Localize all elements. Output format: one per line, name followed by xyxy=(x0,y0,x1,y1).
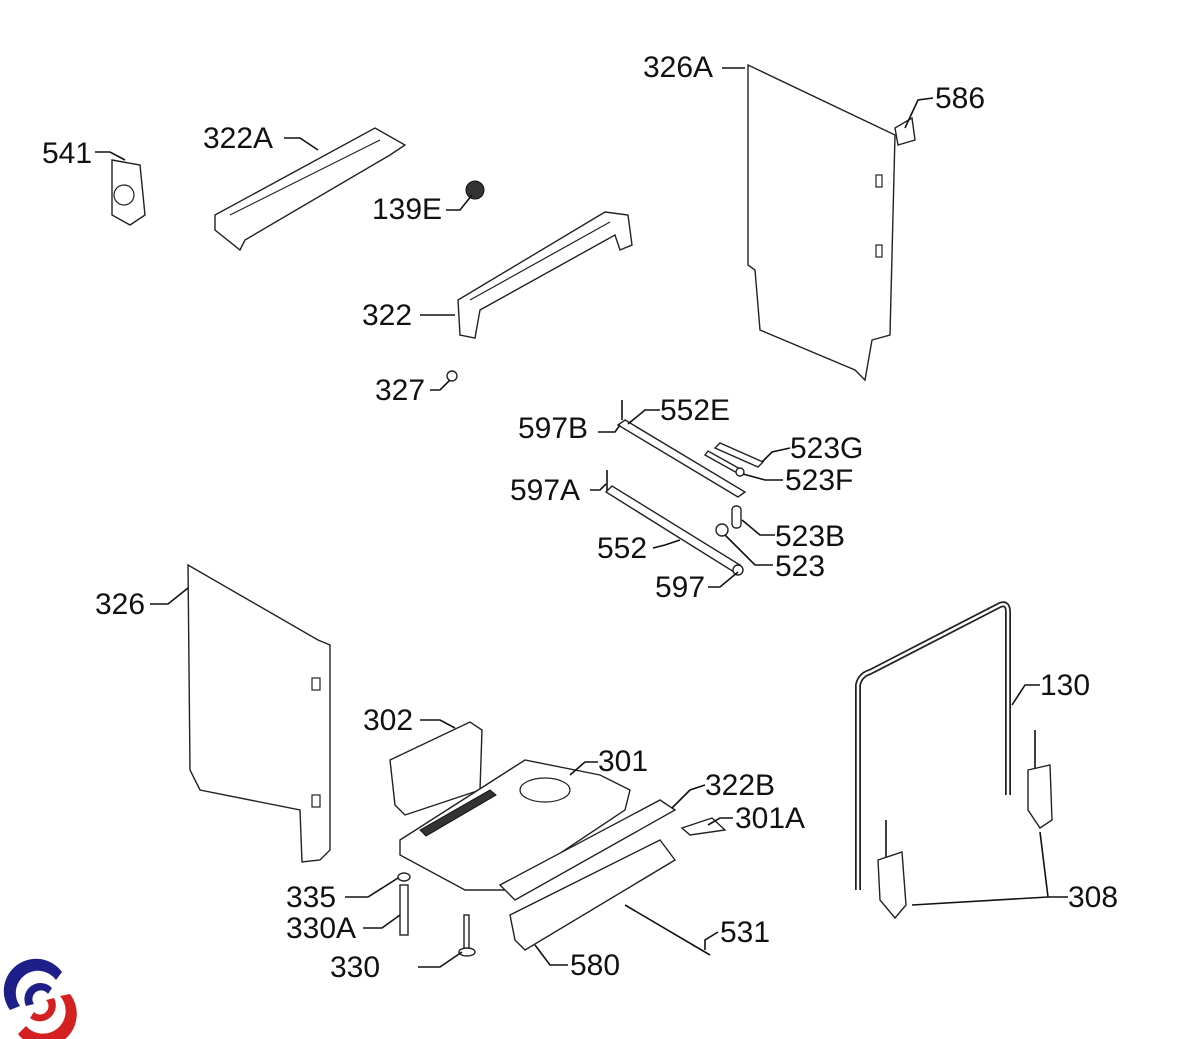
label-580: 580 xyxy=(570,949,620,982)
label-322A: 322A xyxy=(203,122,273,155)
label-326A: 326A xyxy=(643,51,713,84)
label-301A: 301A xyxy=(735,802,805,835)
label-523F: 523F xyxy=(785,464,853,497)
part-327 xyxy=(446,370,458,382)
part-labels: 326A 586 541 322A 139E 322 327 597B 552E… xyxy=(42,51,1118,984)
label-130: 130 xyxy=(1040,669,1090,702)
label-302: 302 xyxy=(363,704,413,737)
label-327: 327 xyxy=(375,374,425,407)
label-322B: 322B xyxy=(705,769,775,802)
part-580 xyxy=(509,839,677,951)
part-130 xyxy=(855,601,1011,890)
part-330A xyxy=(399,884,409,936)
label-597B: 597B xyxy=(518,412,588,445)
part-523 xyxy=(715,523,729,537)
label-523G: 523G xyxy=(790,432,863,465)
part-322 xyxy=(457,211,633,339)
part-301A xyxy=(680,817,727,836)
label-541: 541 xyxy=(42,137,92,170)
label-523B: 523B xyxy=(775,520,845,553)
part-301 xyxy=(399,759,631,891)
label-523: 523 xyxy=(775,550,825,583)
label-552: 552 xyxy=(597,532,647,565)
part-586 xyxy=(894,116,916,146)
label-586: 586 xyxy=(935,82,985,115)
part-326 xyxy=(187,563,331,863)
label-531: 531 xyxy=(720,916,770,949)
part-322B xyxy=(498,799,677,901)
part-330 xyxy=(458,914,476,957)
part-597 xyxy=(732,564,744,576)
leader-lines xyxy=(95,67,1068,968)
part-541 xyxy=(111,159,146,226)
part-523F xyxy=(703,450,745,477)
label-139E: 139E xyxy=(372,193,442,226)
label-326: 326 xyxy=(95,588,145,621)
part-531 xyxy=(624,904,711,956)
label-330A: 330A xyxy=(286,912,356,945)
part-326A xyxy=(747,63,896,382)
label-335: 335 xyxy=(286,881,336,914)
label-552E: 552E xyxy=(660,394,730,427)
part-308 xyxy=(877,730,1053,920)
label-597A: 597A xyxy=(510,474,580,507)
label-597: 597 xyxy=(655,571,705,604)
label-301: 301 xyxy=(598,745,648,778)
label-330: 330 xyxy=(330,951,380,984)
part-322A xyxy=(214,127,407,252)
part-523B xyxy=(731,505,742,529)
label-308: 308 xyxy=(1068,881,1118,914)
part-552E xyxy=(616,419,747,498)
part-139E xyxy=(465,180,485,200)
brand-logo xyxy=(3,958,77,1039)
label-322: 322 xyxy=(362,299,412,332)
part-335 xyxy=(397,872,411,882)
